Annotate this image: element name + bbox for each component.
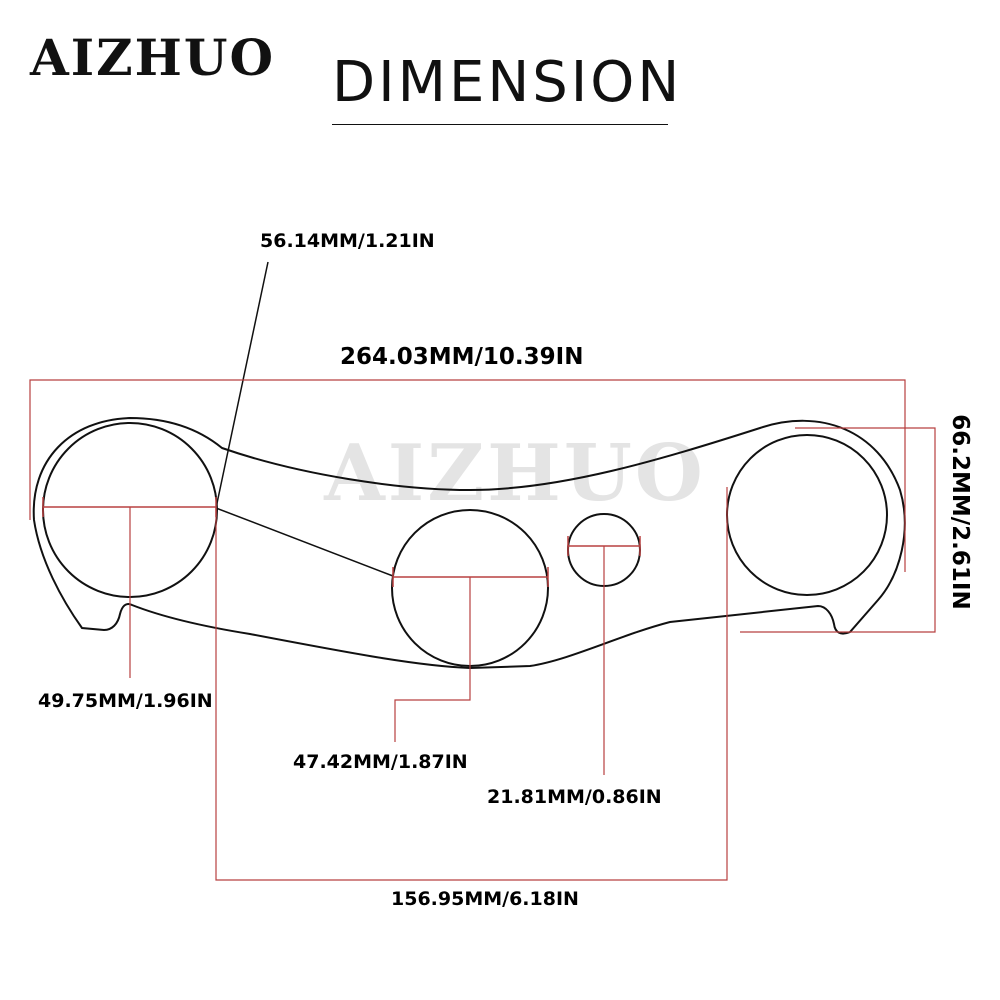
small-hole-dimension-label: 21.81MM/0.86IN (487, 786, 662, 808)
overall-width-label: 264.03MM/10.39IN (340, 344, 584, 370)
height-dimension-line (740, 427, 936, 633)
center-hole-leader (394, 577, 471, 742)
center-hole-dimension-label: 47.42MM/1.87IN (293, 751, 468, 773)
page-title: DIMENSION (332, 50, 683, 115)
title-underline (332, 124, 668, 125)
clamp-outline (32, 416, 906, 670)
overall-width-dimension-line (29, 379, 906, 572)
left-hole-dimension-label: 49.75MM/1.96IN (38, 690, 213, 712)
leader-line (215, 507, 394, 577)
center-spacing-label: 156.95MM/6.18IN (391, 888, 579, 910)
leader-line (215, 261, 269, 509)
center-spacing-dimension-line (215, 487, 728, 881)
brand-logo: AIZHUO (30, 28, 276, 87)
watermark: AIZHUO (323, 428, 706, 519)
right-hole (726, 434, 888, 596)
height-label: 66.2MM/2.61IN (947, 414, 973, 610)
leader-hole-dimension-label: 56.14MM/1.21IN (260, 230, 435, 252)
